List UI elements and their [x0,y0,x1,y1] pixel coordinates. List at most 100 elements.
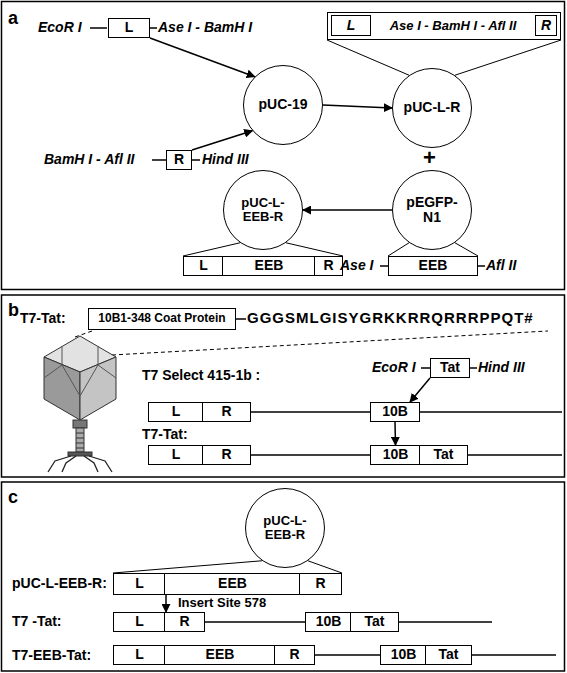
node-text: Ase I - BamH I - Afl II [390,19,517,33]
node-text: 10B [383,447,409,462]
node-text: pUC-L-EEB-R [233,196,293,225]
dash-line [90,27,107,29]
panel-frame [2,2,565,290]
text-label: pUC-L-EEB-R: [12,575,107,591]
gene-box: L [113,573,166,595]
text-label: T7 -Tat: [12,613,62,629]
node-text: pEGFP-N1 [402,195,462,226]
arrow-connector [165,595,167,612]
gene-box: L [148,445,204,465]
tail-fiber [62,456,76,472]
node-text: Tat [365,614,385,629]
dash-line [192,159,200,161]
node-text: L [135,576,144,591]
node-text: R [315,576,325,591]
panel-letter: b [8,300,19,321]
node-text: R [174,152,184,167]
arrow-connector [323,105,392,108]
gene-box: R [274,645,315,665]
phage-tail [76,428,84,452]
panel-frame [2,482,565,671]
node-text: 10B [382,404,408,419]
gene-box: 10B1-348 Coat Protein [88,308,236,330]
gene-box: L [148,402,204,422]
tail-ring [76,433,84,434]
plasmid-circle: pUC-L-EEB-R [245,488,325,568]
text-label: T7-Tat: [142,426,188,442]
gene-box: R [164,612,205,632]
dashed-pointer [75,331,92,337]
node-text: R [323,258,333,273]
node-text: Tat [440,360,460,375]
zoom-lines [113,561,342,573]
node-text: L [135,647,144,662]
dash-line [152,159,166,161]
enzyme-site: EcoR I [38,19,82,35]
arrow-connector [394,422,396,445]
dash-line [421,367,430,369]
node-text: R [541,18,551,33]
tail-ring [76,443,84,444]
node-text: 10B1-348 Coat Protein [98,312,225,325]
gene-box: L [331,15,371,36]
gene-box: R [202,402,251,422]
node-text: 10B [316,614,342,629]
text-label: T7-Tat: [20,310,66,326]
tail-ring [76,438,84,439]
gene-box: L [113,612,166,632]
gene-box: Tat [425,645,472,665]
node-text: L [172,404,181,419]
gene-box: R [314,256,343,276]
arrow-connector [303,209,392,211]
enzyme-site: Ase I - BamH I [158,19,252,35]
plasmid-circle: pUC-L-EEB-R [223,170,303,250]
gene-box: EEB [388,256,478,276]
enzyme-site: Hind III [478,359,525,375]
panel-letter: c [8,487,18,508]
phage-illustration [44,336,116,472]
dashed-pointer [112,331,548,355]
node-text: pUC-19 [258,97,307,112]
gene-box: Tat [430,358,470,378]
dash-line [150,27,157,29]
text-label: T7 Select 415-1b : [142,367,260,383]
node-text: L [135,614,144,629]
gene-box: L [183,256,224,276]
panel-frame [2,295,565,477]
node-text: 10B [391,647,417,662]
node-text: Tat [434,447,454,462]
gene-box: 10B [305,612,352,632]
gene-box: 10B [370,402,420,422]
dash-line [478,265,485,267]
gene-box: 10B [370,445,421,465]
edge-label: Insert Site 578 [178,596,266,611]
node-text: R [221,404,231,419]
arrow-connector [192,131,252,150]
gene-box: R [202,445,251,465]
gene-box: R [166,150,192,170]
arrow-connector [150,38,255,77]
node-text: pUC-L-EEB-R [255,514,315,543]
phage-facet-line [44,365,62,378]
phage-baseplate [68,452,92,456]
panel-letter: a [8,8,18,29]
tail-ring [76,448,84,449]
plasmid-circle: pUC-L-R [392,68,472,148]
node-text: pUC-L-R [404,100,461,115]
dash-line [470,367,477,369]
gene-box: L [113,645,166,665]
node-text: R [221,447,231,462]
panel-letter: + [423,145,436,170]
dash-line [236,318,246,320]
text-label: GGGSMLGISYGRKKRRQRRRPPQT# [247,309,534,326]
node-text: EEB [255,258,284,273]
node-text: R [289,647,299,662]
phage-facet-line [98,365,116,378]
enzyme-site: BamH I - Afl II [44,151,135,167]
gene-box: 10B [380,645,427,665]
node-text: L [172,447,181,462]
enzyme-site: Ase I [340,257,373,273]
text-label: T7-EEB-Tat: [12,647,91,663]
plasmid-circle: pUC-19 [243,65,323,145]
